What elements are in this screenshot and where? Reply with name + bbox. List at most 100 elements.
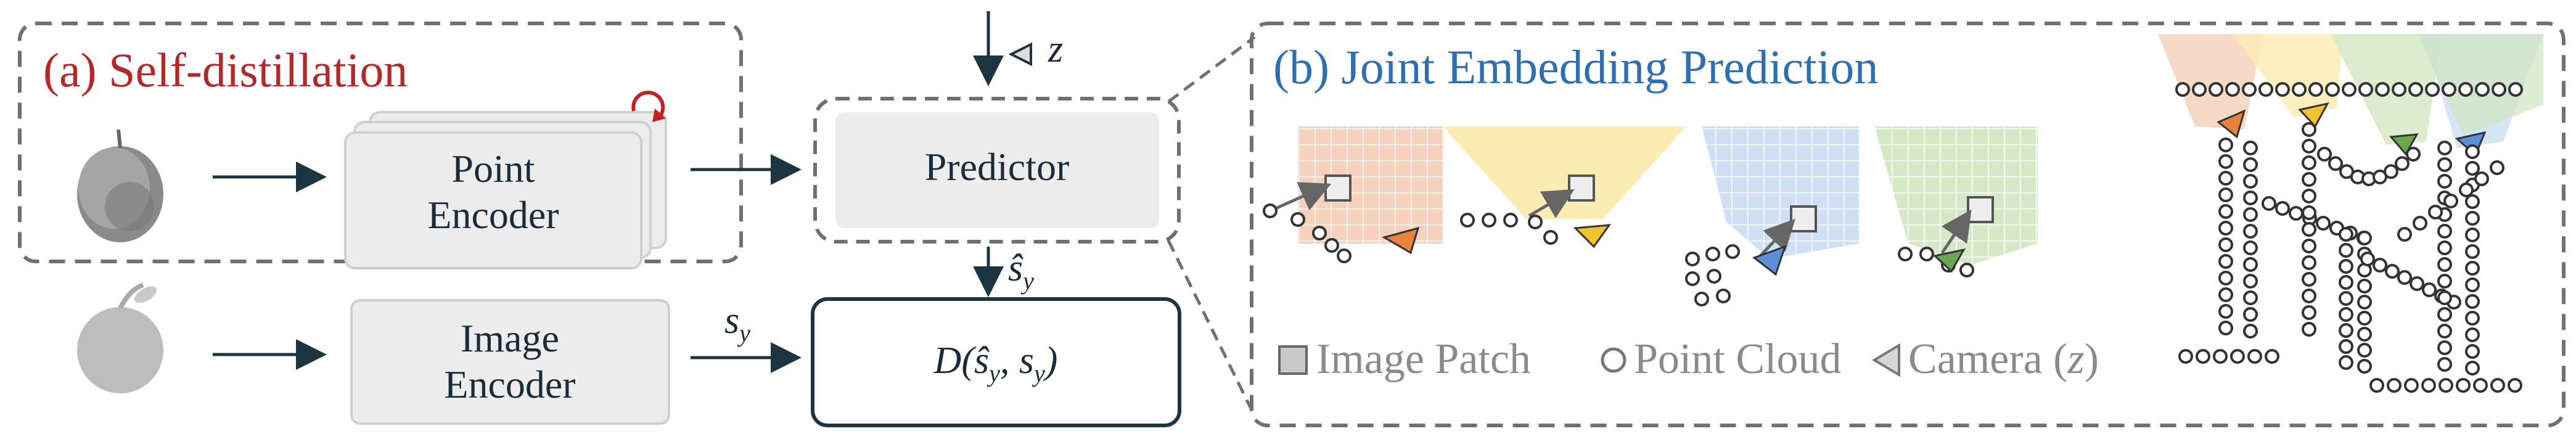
scene-point [2437, 257, 2452, 272]
scene-point [2475, 82, 2490, 97]
scene-point [2218, 204, 2233, 219]
scene-point [2369, 378, 2384, 393]
scene-point [2465, 361, 2480, 375]
point-encoder-label-line2: Encoder [427, 193, 559, 237]
scene-point [2302, 139, 2316, 154]
scene-point [2302, 155, 2316, 170]
scene-point [2242, 82, 2257, 97]
scene-point [2465, 194, 2480, 209]
legend-camera-label: Camera (z) [1908, 335, 2099, 383]
scene-point [2397, 227, 2412, 242]
scene-point [2218, 254, 2233, 269]
scene-point [2196, 349, 2210, 364]
ema-loop-icon [631, 90, 666, 122]
scene-point [2243, 307, 2258, 322]
scene-point [2375, 82, 2390, 97]
scene-point [2243, 240, 2258, 255]
scene-point [2437, 290, 2452, 305]
scene-point [2465, 327, 2480, 342]
scene-point [2490, 160, 2504, 175]
scene-point [2213, 349, 2228, 364]
legend: Image Patch Point Cloud Camera (z) [1278, 335, 2099, 383]
scene-point [2437, 274, 2452, 289]
scene-point [2225, 82, 2240, 97]
scene-point [2218, 271, 2233, 285]
scene-point [2387, 378, 2402, 393]
panel-a-title: (a) Self-distillation [43, 43, 408, 97]
image-patch-icon [1324, 174, 1352, 202]
scene-point [2395, 156, 2410, 171]
scene-point [2465, 344, 2480, 359]
camera-blue-icon [1752, 245, 1787, 276]
scene-point [2437, 224, 2452, 239]
scene-point [2474, 171, 2489, 186]
scene-point [2443, 194, 2458, 208]
scene-point [2339, 243, 2353, 258]
scene-point [2392, 82, 2406, 97]
scene-point [2428, 205, 2443, 220]
legend-point-cloud-icon [1601, 347, 1626, 373]
scene-point [2292, 82, 2307, 97]
scene-point [2459, 183, 2474, 197]
scene-point [2425, 82, 2440, 97]
scene-point [2413, 216, 2427, 231]
scene-point [2384, 164, 2398, 179]
camera-green-icon [1932, 248, 1966, 273]
joint-embedding-group [1250, 22, 2566, 427]
scene-point [2373, 258, 2387, 273]
scene-point [2357, 279, 2372, 293]
scene-point [2243, 274, 2258, 289]
scene-point [2358, 82, 2373, 97]
legend-camera-icon [1872, 343, 1900, 377]
scene-point [2209, 82, 2223, 97]
predictor-box [835, 112, 1159, 228]
scene-point [2175, 82, 2190, 97]
scene-point [2439, 378, 2453, 393]
scene-point [2465, 228, 2480, 242]
scene-point [2218, 304, 2233, 319]
scene-point [2317, 147, 2332, 162]
scene-point [2406, 147, 2421, 162]
scene-point [2328, 156, 2343, 171]
image-encoder-label-line1: Image [461, 316, 559, 360]
self-distillation-group [18, 22, 743, 263]
scene-point [2218, 221, 2233, 236]
scene-point [2302, 205, 2316, 220]
scene-point [2422, 282, 2437, 297]
scene-point [2302, 255, 2316, 270]
scene-point [2302, 272, 2316, 287]
scene-point [2442, 82, 2456, 97]
scene-point [2437, 340, 2452, 355]
connector-top [1167, 36, 1256, 103]
image-apple-icon [77, 282, 163, 393]
scene-point [2437, 157, 2452, 172]
scene-point [2465, 161, 2480, 176]
scene-camera-orange-icon [2217, 109, 2246, 139]
scene-point [2357, 231, 2372, 245]
scene-point [2247, 349, 2262, 364]
legend-point-cloud-label: Point Cloud [1634, 335, 1841, 383]
scene-point [2357, 359, 2372, 374]
point-encoder-block: Point Encoder [344, 111, 667, 269]
scene-point [2437, 174, 2452, 189]
scene-point [2456, 378, 2471, 393]
connector-bottom [1167, 239, 1257, 417]
scene-point [2302, 239, 2316, 253]
panel-b-title: (b) Joint Embedding Prediction [1273, 40, 1878, 94]
scene-point [2465, 294, 2480, 309]
scene-point [2243, 257, 2258, 272]
scene-point [2218, 187, 2233, 202]
scene-point [2243, 207, 2258, 222]
scene-point [2218, 237, 2233, 252]
scene-point [2339, 307, 2353, 322]
point-cloud-apple-icon [77, 129, 163, 242]
scene-point [2465, 277, 2480, 292]
scene-view [2158, 34, 2543, 393]
scene-point [2492, 82, 2506, 97]
scene-point [2275, 201, 2290, 216]
image-encoder-label-line2: Encoder [444, 363, 575, 406]
scene-point [2275, 82, 2290, 97]
scene-point [2397, 270, 2412, 285]
scene-point [2465, 311, 2480, 326]
scene-point [2258, 82, 2273, 97]
